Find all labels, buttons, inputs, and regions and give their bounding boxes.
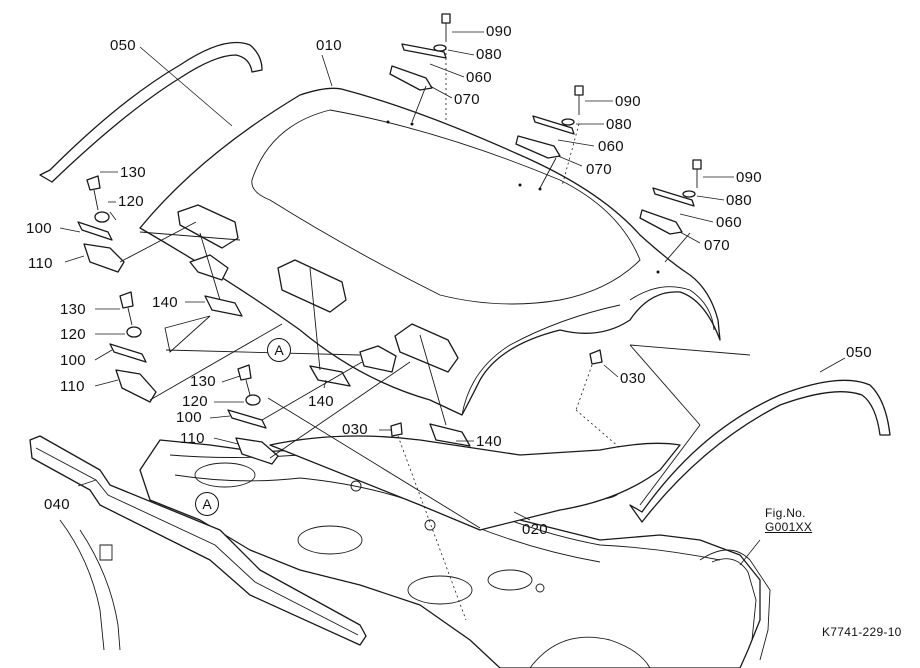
part-label-050: 050 [846, 344, 872, 361]
part-label-110: 110 [28, 255, 53, 272]
part-label-110: 110 [60, 378, 85, 395]
part-label-120: 120 [60, 326, 86, 343]
part-label-070: 070 [454, 91, 480, 108]
drawing-reference-code: K7741-229-10 [822, 625, 902, 639]
headliner-020 [269, 435, 681, 531]
part-label-090: 090 [486, 23, 512, 40]
beam-040 [29, 435, 367, 651]
part-label-090: 090 [615, 93, 641, 110]
part-label-060: 060 [598, 138, 624, 155]
part-label-030: 030 [620, 370, 646, 387]
roof-010 [139, 87, 721, 416]
part-label-080: 080 [606, 116, 632, 133]
trim-050-left [39, 41, 263, 183]
part-label-040: 040 [44, 496, 70, 513]
fastener-set-top [389, 13, 451, 91]
part-label-130: 130 [190, 373, 216, 390]
part-label-140: 140 [476, 433, 502, 450]
clips-030 [390, 349, 603, 437]
part-label-120: 120 [182, 393, 208, 410]
fastener-stack-mid-left [109, 291, 157, 403]
part-label-140: 140 [152, 294, 178, 311]
part-label-020: 020 [522, 521, 548, 538]
trim-050-right [629, 379, 891, 523]
view-marker-a: A [195, 492, 219, 516]
part-label-070: 070 [586, 161, 612, 178]
part-label-090: 090 [736, 169, 762, 186]
leader-lines [59, 31, 846, 566]
part-label-100: 100 [26, 220, 52, 237]
figure-number-title: Fig.No. [765, 506, 806, 520]
part-label-130: 130 [120, 164, 146, 181]
part-label-140: 140 [308, 393, 334, 410]
part-label-130: 130 [60, 301, 86, 318]
fastener-set-middle [515, 85, 584, 159]
fastener-stack-lower [227, 364, 279, 465]
part-label-080: 080 [476, 46, 502, 63]
part-label-030: 030 [342, 421, 368, 438]
part-label-050: 050 [110, 37, 136, 54]
part-label-110: 110 [180, 430, 205, 447]
part-label-010: 010 [316, 37, 342, 54]
view-marker-a: A [267, 338, 291, 362]
part-label-070: 070 [704, 237, 730, 254]
part-label-080: 080 [726, 192, 752, 209]
plates-140 [164, 295, 471, 447]
figure-number-code: G001XX [765, 520, 813, 534]
part-label-120: 120 [118, 193, 144, 210]
assembly-lines [119, 48, 751, 621]
part-label-060: 060 [466, 69, 492, 86]
fastener-stack-upper-left [77, 175, 125, 273]
part-label-100: 100 [176, 409, 202, 426]
part-label-060: 060 [716, 214, 742, 231]
fastener-set-right [639, 159, 702, 235]
figure-number-block: Fig.No. G001XX [765, 506, 812, 534]
part-label-100: 100 [60, 352, 86, 369]
